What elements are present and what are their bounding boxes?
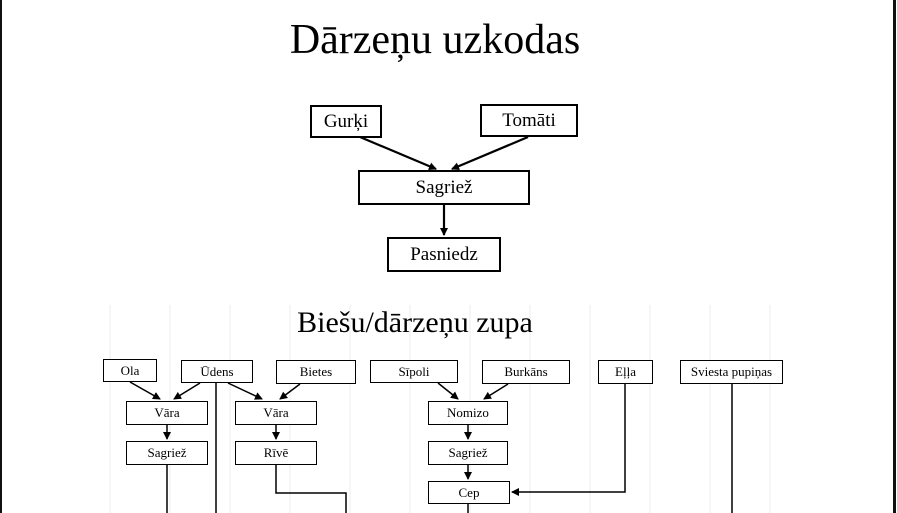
node-vara-2: Vāra [235, 401, 317, 425]
edge-bietes-vara2 [279, 383, 301, 400]
frame-left-border [0, 0, 2, 513]
node-sagriez-1: Sagriež [126, 441, 208, 465]
edge-tomati-sagriez [451, 135, 529, 171]
edge-ola-vara1 [129, 381, 161, 400]
diagram-title-biesu-zupa: Biešu/dārzeņu zupa [297, 306, 533, 339]
node-sviesta-pupinas: Sviesta pupiņas [680, 360, 783, 384]
node-nomizo: Nomizo [428, 401, 508, 425]
node-gurki: Gurķi [310, 105, 382, 138]
node-ella: Eļļa [598, 360, 653, 384]
edge-udens-vara2 [227, 382, 263, 400]
edge-rive-down [275, 465, 347, 513]
node-sipoli: Sīpoli [370, 360, 458, 383]
edge-sipoli-nomizo [437, 382, 459, 400]
edge-burkans-nomizo [483, 383, 509, 400]
edge-gurki-sagriez [359, 135, 437, 171]
node-sagriez: Sagriež [358, 170, 530, 205]
node-pasniedz: Pasniedz [387, 237, 501, 272]
node-udens: Ūdens [181, 360, 253, 383]
node-bietes: Bietes [276, 360, 356, 384]
node-vara-1: Vāra [126, 401, 208, 425]
node-sagriez-2: Sagriež [428, 441, 508, 465]
edge-udens-vara1 [173, 382, 201, 400]
node-tomati: Tomāti [480, 104, 578, 137]
node-rive: Rīvē [235, 441, 317, 465]
diagram-title-darzenu-uzkodas: Dārzeņu uzkodas [289, 17, 581, 63]
frame-right-border [893, 0, 896, 513]
node-cep: Cep [428, 481, 510, 504]
node-ola: Ola [103, 359, 157, 382]
edge-ella-cep [511, 384, 626, 496]
node-burkans: Burkāns [482, 360, 570, 384]
